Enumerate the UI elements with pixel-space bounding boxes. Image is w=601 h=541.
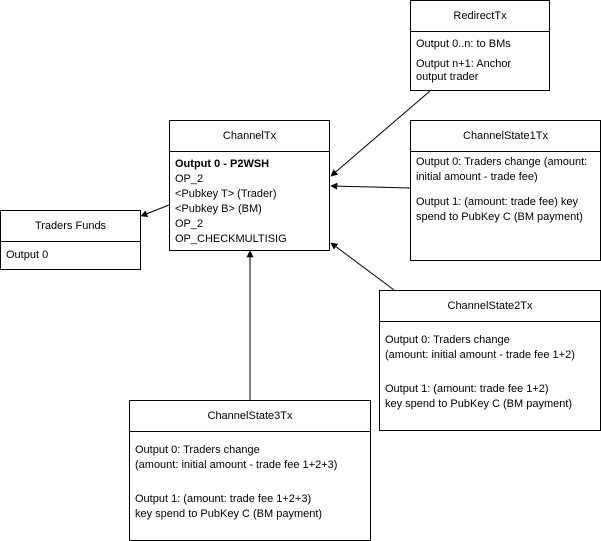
redirecttx-box: RedirectTx Output 0..n: to BMs Output n+… — [410, 0, 550, 91]
arrow-state1-to-channeltx — [330, 182, 411, 190]
traders-funds-box: Traders Funds Output 0 — [0, 210, 141, 270]
channelstate1tx-output-1: Output 1: (amount: trade fee) key spend … — [416, 196, 583, 223]
channeltx-line: <Pubkey T> (Trader) — [175, 188, 277, 200]
channeltx-line: OP_2 — [175, 218, 204, 230]
redirecttx-body: Output 0..n: to BMs Output n+1: Anchor o… — [411, 32, 549, 95]
redirecttx-title: RedirectTx — [411, 1, 549, 32]
channelstate2tx-output-0-line: (amount: initial amount - trade fee 1+2) — [385, 349, 575, 361]
arrow-redirecttx-to-channeltx — [330, 90, 431, 177]
channelstate1tx-box: ChannelState1Tx Output 0: Traders change… — [410, 120, 601, 261]
channelstate1tx-output-0: Output 0: Traders change (amount: initia… — [416, 156, 588, 183]
channeltx-box: ChannelTx Output 0 - P2WSH OP_2 <Pubkey … — [169, 120, 330, 251]
redirecttx-output-anchor: Output n+1: Anchor output trader — [416, 58, 512, 83]
traders-funds-output: Output 0 — [6, 249, 49, 261]
channelstate3tx-output-0-line: Output 0: Traders change — [135, 444, 260, 456]
channelstate2tx-body: Output 0: Traders change (amount: initia… — [380, 322, 600, 418]
channelstate1tx-body: Output 0: Traders change (amount: initia… — [411, 152, 600, 236]
channelstate3tx-title: ChannelState3Tx — [130, 401, 370, 432]
channelstate3tx-output-1-line: key spend to PubKey C (BM payment) — [135, 508, 323, 520]
arrow-channeltx-to-traders-funds — [140, 204, 170, 217]
channelstate3tx-output-0-line: (amount: initial amount - trade fee 1+2+… — [135, 459, 338, 471]
channeltx-line: <Pubkey B> (BM) — [175, 203, 262, 215]
channelstate2tx-title: ChannelState2Tx — [380, 291, 600, 322]
traders-funds-title: Traders Funds — [1, 211, 140, 242]
channeltx-title: ChannelTx — [170, 121, 329, 152]
arrow-state2-to-channeltx — [330, 242, 395, 291]
channelstate3tx-output-1-line: Output 1: (amount: trade fee 1+2+3) — [135, 493, 312, 505]
traders-funds-body: Output 0 — [1, 242, 140, 269]
channelstate2tx-output-1-line: Output 1: (amount: trade fee 1+2) — [385, 383, 549, 395]
channelstate1tx-title: ChannelState1Tx — [411, 121, 600, 152]
redirecttx-output-bms: Output 0..n: to BMs — [416, 38, 511, 50]
channeltx-output-label: Output 0 - P2WSH — [175, 158, 270, 170]
channeltx-line: OP_CHECKMULTISIG — [175, 233, 287, 245]
channelstate3tx-box: ChannelState3Tx Output 0: Traders change… — [129, 400, 371, 541]
channeltx-line: OP_2 — [175, 173, 204, 185]
channelstate2tx-output-0-line: Output 0: Traders change — [385, 334, 510, 346]
channelstate3tx-body: Output 0: Traders change (amount: initia… — [130, 432, 370, 528]
channelstate2tx-output-1-line: key spend to PubKey C (BM payment) — [385, 398, 573, 410]
channeltx-body: Output 0 - P2WSH OP_2 <Pubkey T> (Trader… — [170, 152, 329, 253]
channelstate2tx-box: ChannelState2Tx Output 0: Traders change… — [379, 290, 601, 431]
